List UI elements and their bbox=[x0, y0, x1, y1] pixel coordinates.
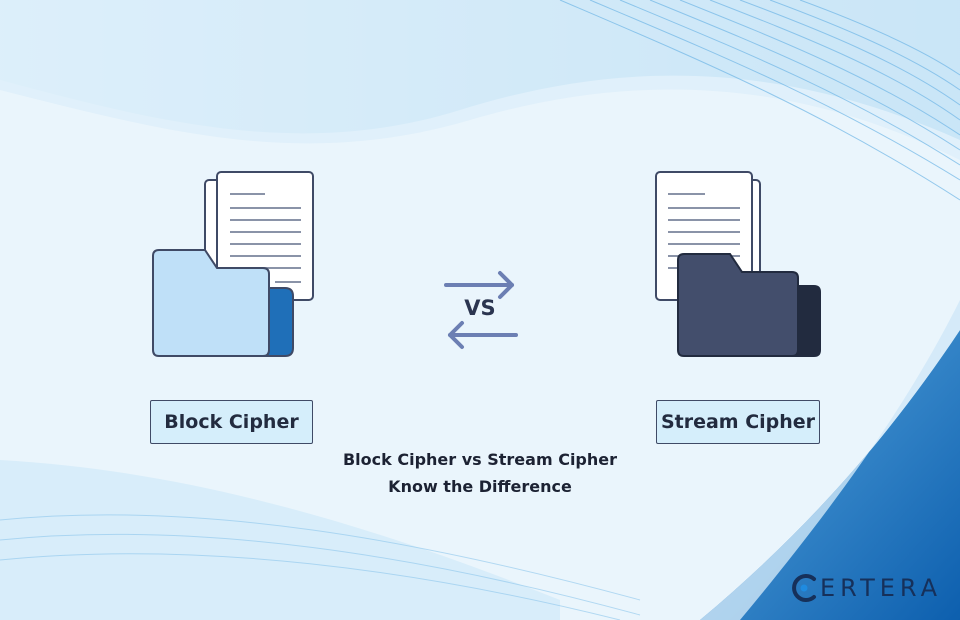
logo-text: ERTERA bbox=[820, 574, 943, 602]
dark-folder-with-documents-icon bbox=[655, 171, 821, 357]
vs-text: VS bbox=[464, 296, 496, 320]
certera-logo-c-icon bbox=[792, 574, 816, 602]
block-cipher-label: Block Cipher bbox=[150, 400, 313, 444]
swap-arrows-icon bbox=[444, 271, 518, 349]
stream-cipher-label: Stream Cipher bbox=[656, 400, 820, 444]
caption-subtitle: Know the Difference bbox=[388, 477, 572, 496]
certera-logo: ERTERA bbox=[790, 571, 942, 605]
caption-title: Block Cipher vs Stream Cipher bbox=[342, 450, 618, 469]
light-folder-with-documents-icon bbox=[152, 171, 314, 357]
